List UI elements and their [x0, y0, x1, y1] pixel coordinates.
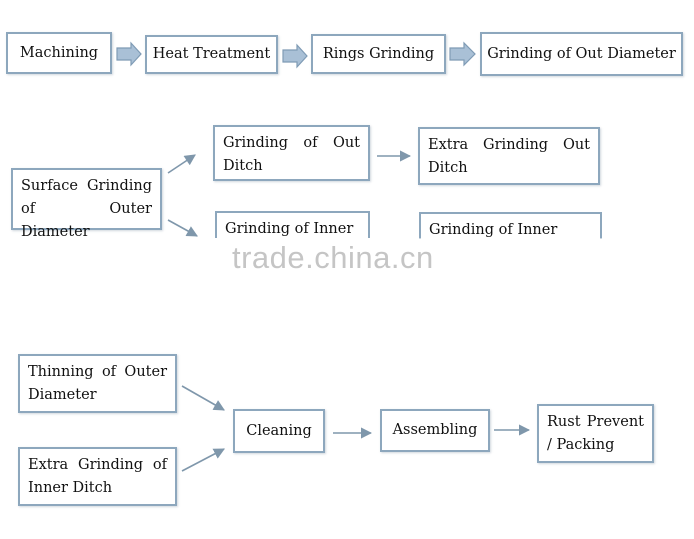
arrow-extra-inner-to-cleaning: [181, 448, 225, 472]
step-grinding-out-ditch: Grinding of Out Ditch: [213, 125, 370, 181]
step-extra-grinding-out-ditch-line2: Ditch: [428, 160, 468, 176]
step-thinning-outer-diameter: Thinning of Outer Diameter: [18, 354, 177, 413]
step-assembling-label: Assembling: [392, 422, 478, 438]
step-thinning-outer-diameter-line2: Diameter: [28, 387, 97, 403]
step-grinding-out-ditch-line2: Ditch: [223, 158, 263, 174]
watermark: trade.china.cn: [232, 240, 434, 275]
step-grinding-inner-2: Grinding of Inner: [419, 212, 602, 239]
step-extra-grinding-inner-ditch-line1: Extra Grinding of: [28, 457, 167, 473]
step-grinding-inner-label: Grinding of Inner: [225, 221, 354, 237]
step-extra-grinding-out-ditch: Extra Grinding Out Ditch: [418, 127, 600, 185]
step-grinding-out-ditch-line1: Grinding of Out: [223, 135, 360, 151]
step-extra-grinding-inner-ditch-line2: Inner Ditch: [28, 480, 113, 496]
step-cleaning: Cleaning: [233, 409, 325, 453]
arrow-surface-to-out-ditch: [167, 154, 196, 174]
block-arrow-rings-to-out-diameter: [449, 41, 476, 67]
step-machining: Machining: [6, 32, 112, 74]
step-extra-grinding-out-ditch-line1: Extra Grinding Out: [428, 137, 590, 153]
block-arrow-heat-to-rings: [282, 43, 308, 69]
step-assembling: Assembling: [380, 409, 490, 452]
arrow-thinning-to-cleaning: [181, 385, 225, 411]
step-rust-prevent-line2: / Packing: [547, 437, 615, 453]
step-thinning-outer-diameter-line1: Thinning of Outer: [28, 364, 167, 380]
step-extra-grinding-inner-ditch: Extra Grinding of Inner Ditch: [18, 447, 177, 506]
step-surface-grinding: Surface Grinding of Outer Diameter: [11, 168, 162, 240]
step-cleaning-label: Cleaning: [246, 422, 312, 439]
block-arrow-machining-to-heat: [116, 41, 142, 67]
step-heat-treatment: Heat Treatment: [145, 35, 278, 74]
step-rust-prevent-packing: Rust Prevent / Packing: [537, 404, 654, 463]
step-rings-grinding: Rings Grinding: [311, 34, 446, 74]
step-surface-grinding-line1: Surface Grinding: [21, 178, 152, 194]
image-cutoff-fade: [0, 238, 694, 298]
step-surface-grinding-line2: of Outer Diameter: [21, 201, 152, 240]
arrow-surface-to-inner: [167, 219, 198, 237]
step-grinding-out-diameter-label: Grinding of Out Diameter: [487, 45, 676, 62]
step-rings-grinding-label: Rings Grinding: [322, 45, 435, 62]
step-heat-treatment-label: Heat Treatment: [152, 46, 271, 62]
step-grinding-inner: Grinding of Inner: [215, 211, 370, 238]
step-grinding-out-diameter: Grinding of Out Diameter: [480, 32, 683, 76]
step-grinding-inner-2-label: Grinding of Inner: [429, 222, 558, 238]
step-machining-label: Machining: [19, 44, 99, 61]
step-rust-prevent-line1: Rust Prevent: [547, 414, 644, 430]
